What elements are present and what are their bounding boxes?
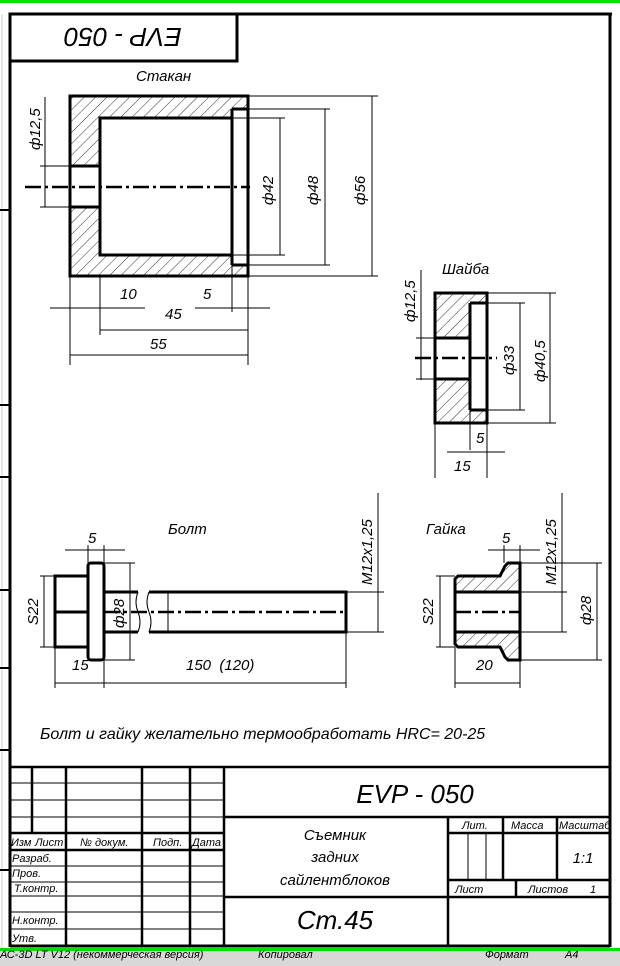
designation: EVP - 050 [356,779,474,809]
sheet-label: Лист [454,884,483,896]
bolt-title: Болт [168,521,207,538]
gaika-dim-length: 20 [475,657,493,674]
corner-stamp-text: EVP - 050 [64,22,182,52]
bolt-dim-flange-dia: ф28 [111,598,128,628]
gaika-dim-flange-dia: ф28 [578,595,595,625]
role-tech-control: Т.контр. [14,883,58,895]
top-accent-line [0,0,620,3]
title-block: Изм Лист № докум. Подп. Дата Разраб. Про… [10,765,611,946]
sheets-value: 1 [590,884,596,896]
shaiba-dim-length: 15 [454,458,471,475]
role-developer: Разраб. [12,853,52,865]
corner-stamp: EVP - 050 [8,12,239,63]
bolt-dim-thread: M12x1,25 [359,518,376,585]
name-line-1: Съемник [304,827,367,844]
stakan-title: Стакан [136,68,191,85]
header-list: Лист [34,837,63,849]
part-stakan: Стакан ф12,5 ф42 ф48 ф56 10 5 45 55 [25,68,378,365]
shaiba-dim-recess: ф33 [501,345,518,375]
scale-label: Масштаб [559,820,611,832]
stakan-dim-wall: 10 [120,286,137,303]
gaika-dim-flange: 5 [502,530,511,547]
software-label: АС-3D LT V12 (некоммерческая версия) [0,949,204,961]
sheets-label: Листов [527,884,568,896]
stakan-dim-outer: ф56 [352,175,369,205]
header-izm: Изм [11,837,32,849]
heat-treatment-note: Болт и гайку желательно термообработать … [40,726,485,743]
bottom-gray-strip [0,951,620,966]
shaiba-dim-hole: ф12,5 [402,280,419,322]
mass-label: Масса [511,820,544,832]
bolt-dim-hex: S22 [25,598,42,625]
part-gaika: Гайка 5 S22 M12x1,25 ф28 20 [420,493,602,688]
copied-label: Копировал [258,949,313,961]
part-bolt: Болт 5 S22 ф28 M12x1,25 15 150 (120) [25,493,384,688]
name-line-3: сайлентблоков [280,872,390,889]
bolt-dim-flange: 5 [88,530,97,547]
shaiba-title: Шайба [442,261,489,278]
lit-label: Лит. [461,820,488,832]
stakan-dim-recess: ф48 [305,175,322,205]
stakan-dim-recess-len: 5 [203,286,212,303]
role-checker: Пров. [12,868,41,880]
stakan-dim-hole: ф12,5 [27,108,44,150]
name-line-2: задних [310,849,359,866]
bolt-dim-length: 150 (120) [186,657,254,674]
stakan-dim-length: 55 [150,336,167,353]
format-label: Формат [485,949,529,961]
header-sign: Подп. [153,837,182,849]
gaika-dim-thread: M12x1,25 [543,518,560,585]
bottom-accent-line [0,948,620,951]
shaiba-dim-outer: ф40,5 [532,340,549,382]
scale-value: 1:1 [573,850,594,867]
material: Ст.45 [297,905,374,935]
gaika-dim-hex: S22 [420,598,437,625]
role-norm-control: Н.контр. [12,915,59,927]
header-doc: № докум. [80,837,128,849]
gaika-title: Гайка [426,521,466,538]
header-date: Дата [190,837,221,849]
part-shaiba: Шайба ф12,5 ф33 ф40,5 5 15 [402,261,556,478]
shaiba-dim-recess-len: 5 [476,430,485,447]
role-approved: Утв. [11,933,37,945]
bolt-dim-head: 15 [72,657,89,674]
stakan-dim-bore: 45 [165,306,182,323]
stakan-dim-inner: ф42 [260,175,277,205]
format-value: A4 [564,949,578,961]
